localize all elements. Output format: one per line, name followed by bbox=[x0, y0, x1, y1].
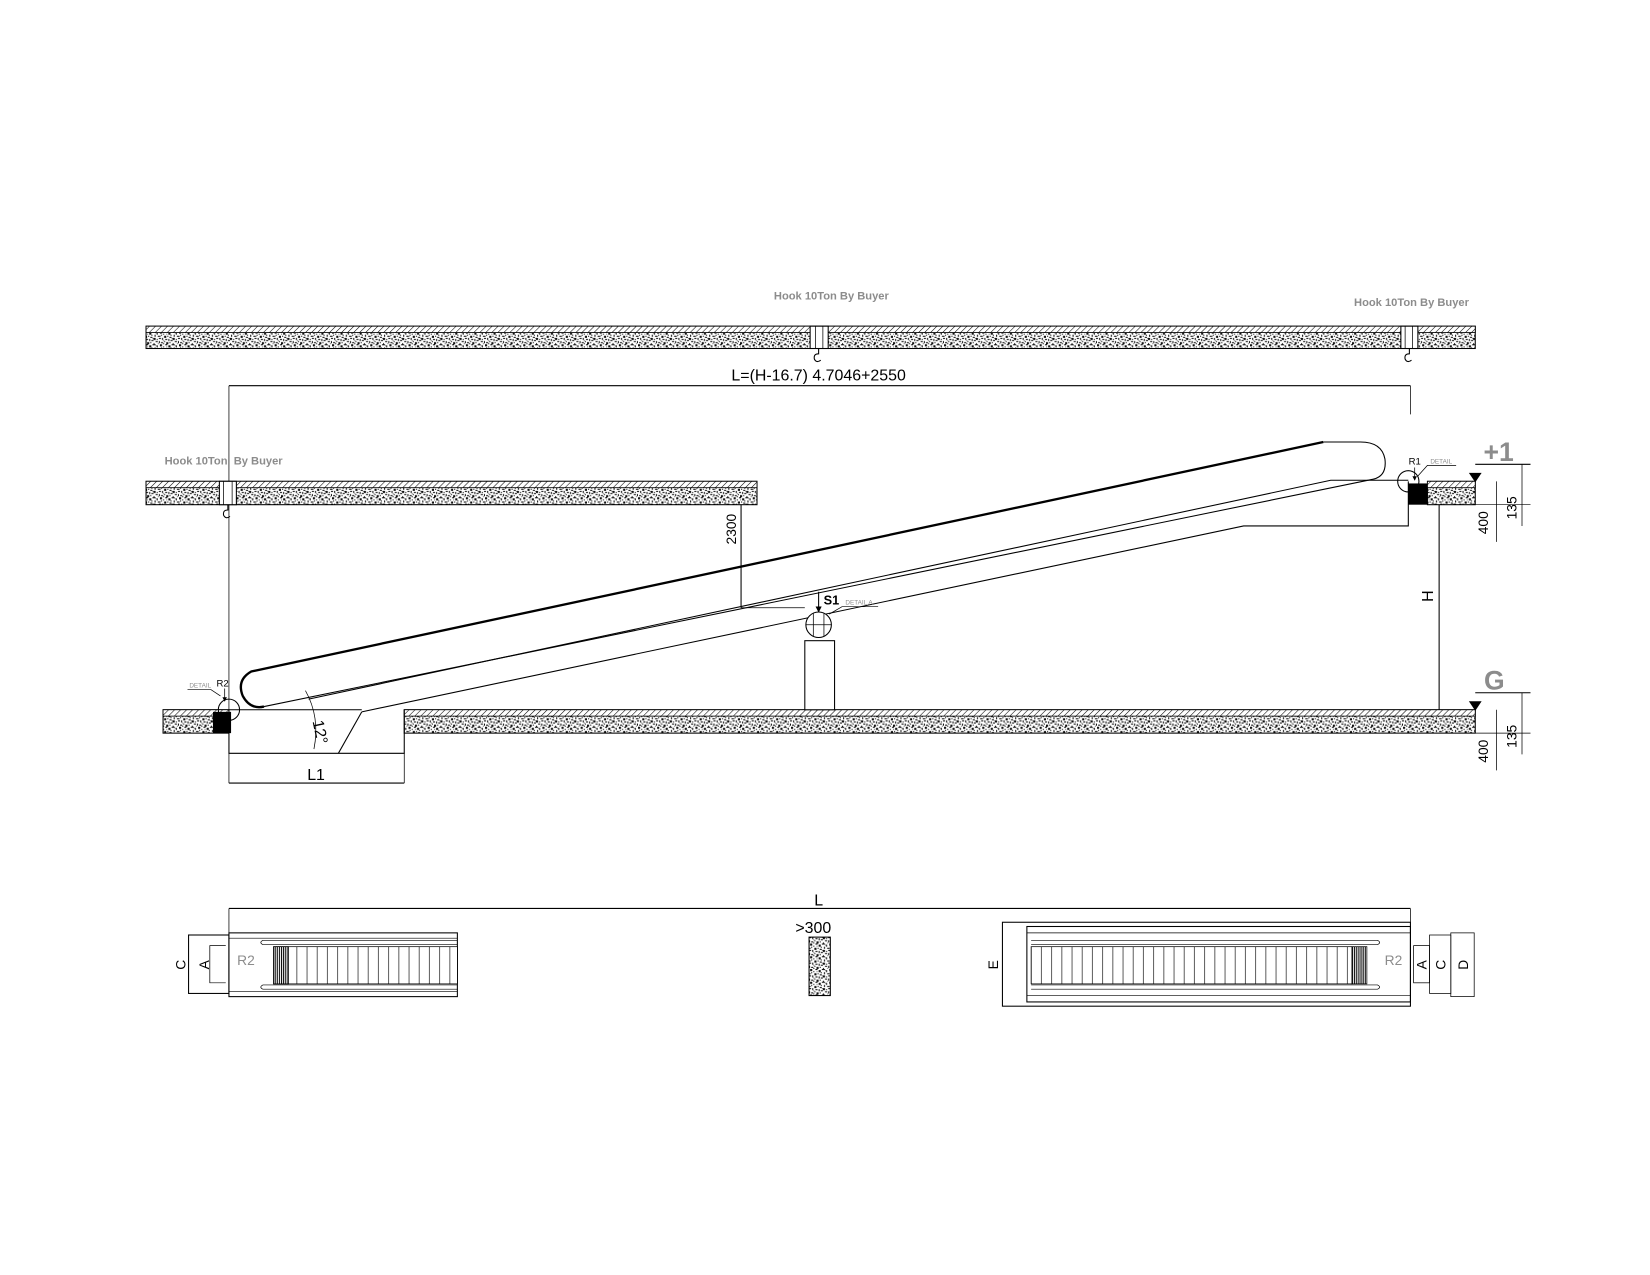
upper-floor-slab-left bbox=[145, 480, 758, 506]
level-marker-upper: +1 135 400 bbox=[1468, 437, 1531, 542]
handrail bbox=[260, 939, 458, 945]
level-triangle-icon bbox=[1468, 701, 1482, 711]
hook-icon bbox=[813, 348, 822, 363]
handrail bbox=[1031, 984, 1380, 990]
plan-upper-end: E R2 A C D bbox=[985, 921, 1475, 1007]
detail-label: DETAIL bbox=[1430, 458, 1452, 465]
support-a-bracket bbox=[209, 945, 226, 984]
upper-support-block bbox=[1408, 483, 1428, 505]
level-name: +1 bbox=[1483, 437, 1514, 467]
dim-e-label: E bbox=[985, 960, 1001, 969]
clearance-label: 2300 bbox=[723, 513, 739, 544]
level-name: G bbox=[1484, 666, 1505, 696]
hook-upper-floor: Hook 10Ton By Buyer bbox=[165, 455, 284, 519]
r2-plan-label: R2 bbox=[1385, 952, 1403, 968]
escalator-truss: 12° bbox=[239, 440, 1409, 750]
truss-top-chord bbox=[308, 479, 1409, 700]
comb-plate bbox=[273, 946, 289, 985]
plan-length-label: L bbox=[814, 892, 823, 909]
angle-arc bbox=[305, 690, 317, 750]
finish-dimension: 135 bbox=[1504, 724, 1520, 747]
dim-a-label: A bbox=[1413, 959, 1429, 969]
plan-column: >300 bbox=[795, 920, 831, 997]
level-triangle-icon bbox=[1468, 472, 1482, 483]
plan-lower-end: C A R2 bbox=[172, 932, 458, 998]
rise-label: H bbox=[1420, 590, 1437, 602]
r1-label: R1 bbox=[1409, 456, 1421, 467]
r2-label: R2 bbox=[216, 678, 228, 689]
dim-a-label: A bbox=[196, 959, 212, 969]
hook-middle: Hook 10Ton By Buyer bbox=[774, 291, 890, 363]
plan-length-dimension: L bbox=[228, 892, 1411, 935]
dim-c-label: C bbox=[172, 960, 188, 970]
step-treads bbox=[273, 946, 458, 985]
hook-label: Hook 10Ton By Buyer bbox=[1354, 297, 1470, 309]
slab-dimension: 400 bbox=[1475, 739, 1491, 762]
hook-label: Hook 10Ton By Buyer bbox=[165, 455, 284, 467]
hook-icon bbox=[1404, 348, 1412, 363]
upper-floor-slab-right bbox=[1408, 480, 1476, 506]
length-formula: L=(H-16.7) 4.7046+2550 bbox=[731, 367, 906, 384]
pit bbox=[228, 709, 405, 754]
rise-dimension: H bbox=[1420, 504, 1440, 710]
handrail bbox=[260, 984, 458, 990]
support-column bbox=[804, 640, 836, 711]
dim-c-label: C bbox=[1433, 960, 1449, 970]
handrail bbox=[263, 441, 1386, 708]
s1-label: S1 bbox=[824, 593, 840, 608]
truss-bottom-chord bbox=[361, 481, 1409, 713]
slab-dimension: 400 bbox=[1475, 511, 1491, 534]
intermediate-support: S1 DETAIL A bbox=[804, 591, 879, 711]
finish-dimension: 135 bbox=[1504, 496, 1520, 519]
l1-dimension: L1 bbox=[228, 753, 405, 784]
hook-right: Hook 10Ton By Buyer bbox=[1354, 297, 1470, 363]
l1-label: L1 bbox=[307, 767, 325, 784]
dim-d-label: D bbox=[1455, 960, 1471, 970]
level-marker-ground: G 135 400 bbox=[1468, 666, 1531, 771]
column-size-label: >300 bbox=[795, 920, 831, 937]
hook-label: Hook 10Ton By Buyer bbox=[774, 291, 890, 303]
support-d-outline bbox=[1450, 932, 1475, 997]
detail-label: DETAIL bbox=[189, 682, 211, 689]
angle-label: 12° bbox=[309, 719, 331, 746]
lower-floor-slab-right bbox=[403, 709, 1476, 734]
clearance-dimension: 2300 bbox=[723, 504, 805, 609]
r2-plan-label: R2 bbox=[237, 952, 255, 968]
detail-label: DETAIL A bbox=[845, 600, 873, 607]
lower-floor-slab-left bbox=[162, 709, 232, 734]
handrail-top bbox=[239, 440, 1324, 709]
lower-support-detail: R2 DETAIL bbox=[187, 678, 241, 721]
handrail bbox=[1031, 939, 1380, 945]
lower-support-block bbox=[213, 711, 232, 734]
comb-plate bbox=[1351, 946, 1368, 985]
step-treads bbox=[1030, 946, 1353, 985]
hook-icon bbox=[222, 504, 231, 519]
